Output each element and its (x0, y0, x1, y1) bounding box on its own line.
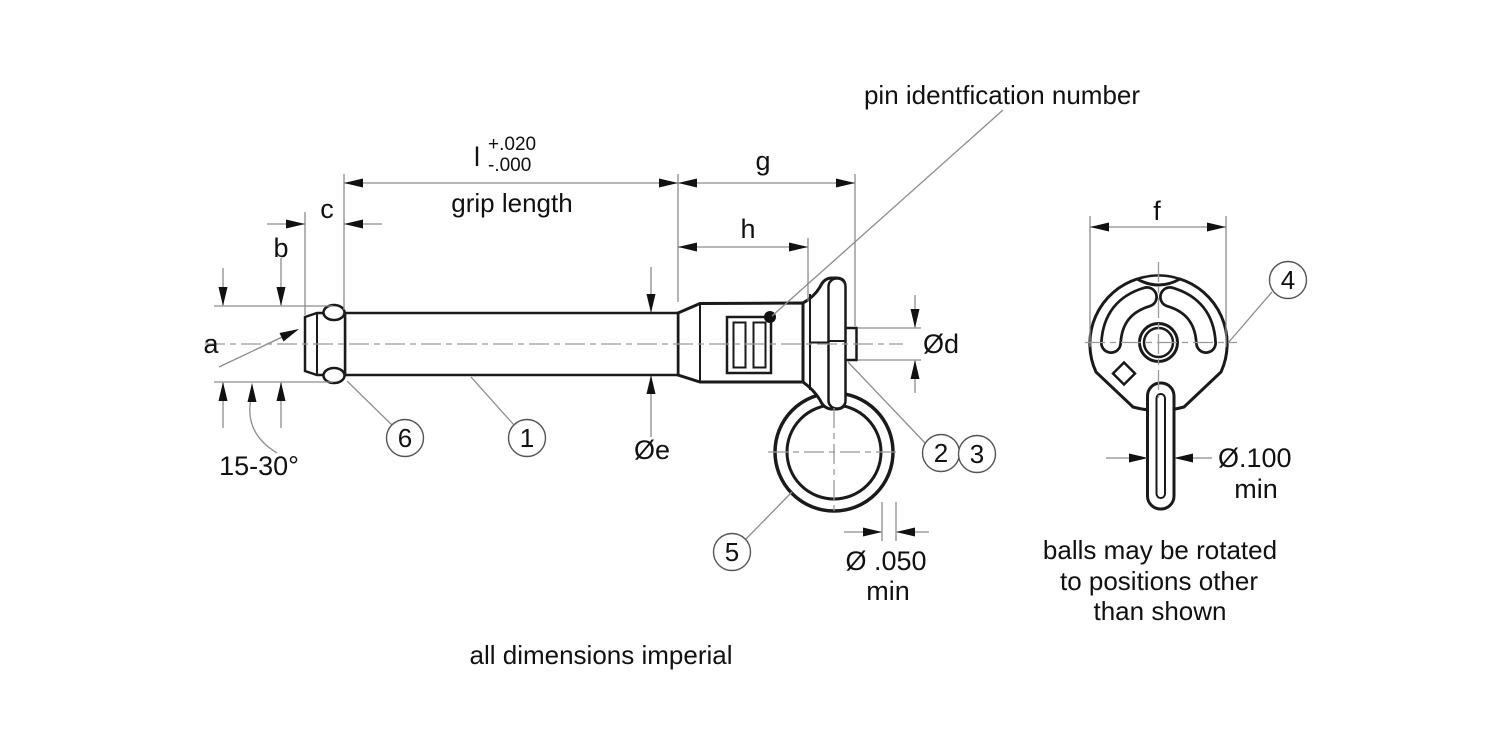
chamfer-angle-label: 15-30° (219, 451, 299, 481)
callout-balloon-5 (712, 532, 752, 572)
balls-note-line3: than shown (1094, 596, 1227, 626)
dim-label-head-dia: Ød (923, 329, 959, 359)
leader-callout-4 (1227, 291, 1273, 344)
side-view (303, 276, 895, 513)
dim-label-c: c (320, 194, 334, 224)
leader-pin-id (771, 109, 1004, 317)
dim-label-h: h (740, 214, 755, 244)
grip-length-label: grip length (451, 188, 572, 218)
lanyard-min-label: min (1234, 474, 1278, 504)
callout-balloon-3 (957, 434, 997, 474)
balls-note-line2: to positions other (1060, 566, 1258, 596)
id-plate-slot-left (732, 321, 747, 369)
callout-number-6: 6 (398, 423, 412, 453)
footer-note: all dimensions imperial (470, 640, 733, 670)
front-view (1085, 262, 1237, 511)
callout-number-5: 5 (725, 537, 739, 567)
callout-number-4: 4 (1281, 265, 1295, 295)
tolerance-plus: +.020 (488, 134, 536, 155)
leader-dot (764, 311, 776, 323)
dim-label-g: g (755, 146, 770, 176)
ring-wire-min-label: min (866, 576, 910, 606)
tolerance-minus: -.000 (488, 155, 531, 176)
dim-label-f: f (1153, 196, 1161, 226)
kidney-slot-right-fill (1161, 288, 1215, 352)
arrowheads (218, 178, 1226, 537)
leader-callout-2-3 (847, 361, 927, 445)
callout-balloons: 6 1 5 2 3 4 (385, 260, 1308, 572)
callout-number-2: 2 (934, 438, 948, 468)
id-plate-slot-right (752, 321, 767, 369)
dimension-lines (214, 109, 1273, 541)
lanyard-dia-label: Ø.100 (1218, 443, 1292, 473)
kidney-slot-left-fill (1102, 288, 1156, 352)
callout-balloon-6 (385, 418, 425, 458)
callout-balloon-1 (507, 418, 547, 458)
leader-callout-1 (470, 376, 515, 426)
dim-label-b: b (273, 233, 288, 263)
callout-balloon-4 (1268, 260, 1308, 300)
lanyard-edge-inner (1155, 393, 1166, 499)
dim-label-a: a (203, 329, 219, 359)
locking-ball-bottom (322, 366, 346, 385)
locking-ball-top (322, 303, 346, 322)
ring-wire-dia-label: Ø .050 (845, 546, 926, 576)
labels: a b c l +.020 -.000 grip length g h Øe Ø… (203, 80, 1291, 670)
diamond-mark (1111, 360, 1137, 387)
callout-number-3: 3 (970, 439, 984, 469)
leader-callout-5 (744, 491, 793, 541)
side-view-centerlines (205, 343, 903, 516)
balls-note-line1: balls may be rotated (1043, 535, 1277, 565)
callout-number-1: 1 (520, 423, 534, 453)
dim-label-l: l (474, 142, 480, 172)
leader-callout-6 (346, 380, 393, 426)
dim-label-shank-dia: Øe (634, 435, 670, 465)
pin-id-note: pin identfication number (864, 80, 1140, 110)
